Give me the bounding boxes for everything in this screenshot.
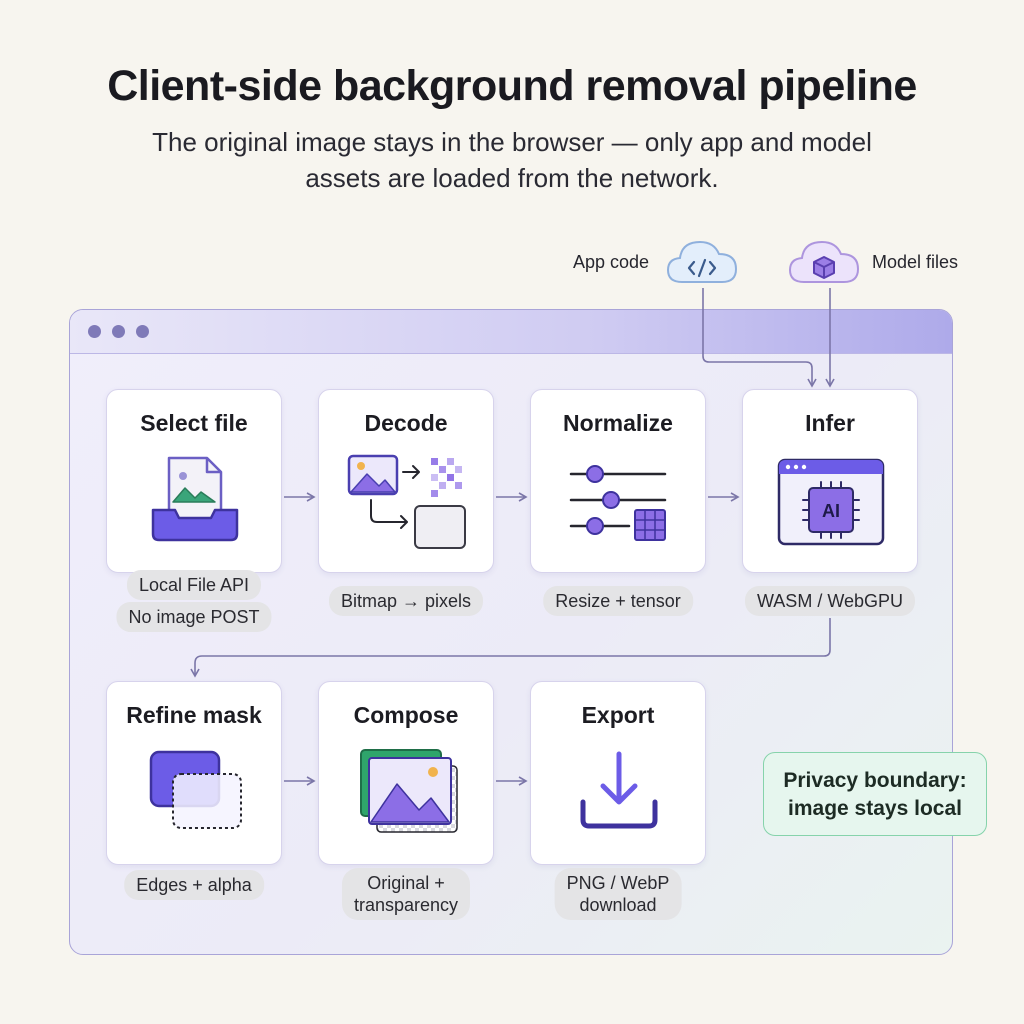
subtitle-line-1: The original image stays in the browser … <box>152 127 872 157</box>
step-note: Bitmap → pixels <box>328 586 484 616</box>
step-note-line: PNG / WebP <box>566 873 670 893</box>
privacy-boundary-callout: Privacy boundary: image stays local <box>763 752 987 836</box>
window-dot <box>112 325 125 338</box>
step-title: Decode <box>364 410 448 436</box>
step-note-line: transparency <box>353 895 459 915</box>
mask-refine-icon <box>149 750 242 829</box>
ai-chip-label: AI <box>822 501 840 521</box>
ai-chip-browser-icon: AI <box>777 458 885 546</box>
app-code-label: App code <box>573 252 650 272</box>
privacy-line-2: image stays local <box>788 797 962 820</box>
step-title: Refine mask <box>126 702 262 728</box>
page-title: Client-side background removal pipeline <box>107 62 917 110</box>
step-card-infer: Infer AI <box>742 389 918 573</box>
step-card-normalize: Normalize <box>530 389 706 573</box>
step-title: Select file <box>140 410 248 436</box>
step-card-decode: Decode <box>318 389 494 573</box>
step-note-multiline: PNG / WebP download <box>554 868 682 920</box>
step-note: Local File API <box>126 570 262 600</box>
step-title: Compose <box>353 702 459 728</box>
step-note: Resize + tensor <box>543 586 693 616</box>
step-card-select-file: Select file <box>106 389 282 573</box>
step-card-compose: Compose <box>318 681 494 865</box>
step-note: Edges + alpha <box>124 870 264 900</box>
page-subtitle: The original image stays in the browser … <box>92 124 932 196</box>
image-to-pixels-icon <box>347 454 466 549</box>
compose-layers-icon <box>360 749 458 833</box>
subtitle-line-2: assets are loaded from the network. <box>305 163 719 193</box>
app-code-cloud-icon <box>666 240 738 283</box>
step-note: WASM / WebGPU <box>744 586 916 616</box>
step-note-line: download <box>579 895 657 915</box>
step-title: Export <box>581 702 655 728</box>
file-upload-icon <box>151 456 239 542</box>
step-note-multiline: Original + transparency <box>341 868 471 920</box>
step-card-refine-mask: Refine mask <box>106 681 282 865</box>
window-dot <box>88 325 101 338</box>
step-card-export: Export <box>530 681 706 865</box>
step-title: Normalize <box>563 410 673 436</box>
step-title: Infer <box>805 410 855 436</box>
model-files-cloud-icon <box>788 240 860 283</box>
window-dot <box>136 325 149 338</box>
browser-titlebar <box>70 310 952 354</box>
model-files-label: Model files <box>872 252 959 272</box>
step-note-line: Original + <box>367 873 445 893</box>
download-icon <box>580 751 658 829</box>
step-note: No image POST <box>116 602 272 632</box>
privacy-line-1: Privacy boundary: <box>783 769 967 792</box>
sliders-tensor-icon <box>569 465 667 541</box>
